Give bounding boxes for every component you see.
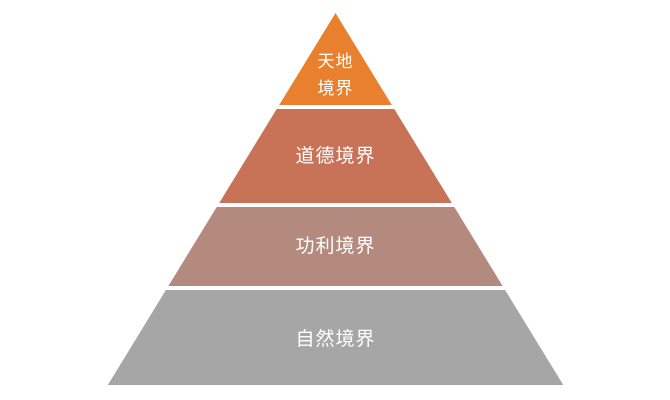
pyramid-level-4-label: 自然境界 (295, 328, 375, 350)
pyramid-level-1-label-line-1: 天地 (318, 52, 354, 72)
pyramid-level-1-shape (279, 13, 392, 105)
pyramid-level-2-shape (219, 109, 452, 203)
pyramid-level-3-label: 功利境界 (295, 235, 375, 257)
pyramid-level-3-shape (168, 207, 503, 286)
pyramid-level-4-shape (107, 290, 564, 385)
pyramid-level-1-label-line-2: 境界 (318, 79, 354, 99)
pyramid-level-2-label: 道德境界 (295, 145, 375, 167)
